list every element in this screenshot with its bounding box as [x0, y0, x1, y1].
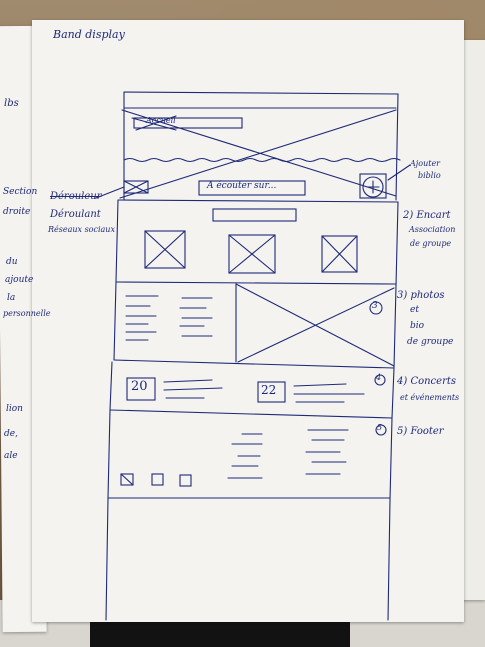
section2-label: 2) Encart [403, 210, 451, 221]
social-icon-2 [151, 473, 164, 486]
left-fragment-4: du [6, 257, 18, 267]
listen-box [198, 180, 306, 196]
concert-date-2: 22 [261, 383, 277, 397]
floor-shadow [90, 620, 350, 647]
bio-lines-left [125, 295, 159, 341]
left-fragment-9: de, [4, 429, 18, 439]
header-nav-text: Accueil [146, 116, 176, 125]
left-fragment-6: la [7, 293, 16, 303]
section5-label: 5) Footer [397, 426, 444, 437]
left-fragment-10: ale [4, 451, 18, 461]
left-fragment-3: droite [3, 207, 31, 217]
wavy-divider [123, 157, 401, 163]
concert-date-box-1 [126, 377, 156, 401]
left-fragment-2: Section [3, 187, 38, 197]
section3-label-d: de groupe [407, 337, 454, 347]
concert-date-box-2 [257, 381, 286, 403]
social-icon-3 [179, 474, 192, 487]
association-image-3 [321, 235, 358, 273]
listen-on-text: A écouter sur... [207, 181, 277, 191]
section4-number: 4 [376, 373, 382, 382]
association-title-box [212, 208, 297, 222]
add-label-2: biblio [418, 171, 441, 180]
section2-label-b: Association [409, 225, 456, 234]
photo-cross [235, 283, 395, 367]
sheet-title: Band display [53, 28, 125, 41]
concert-lines-1 [163, 379, 223, 399]
hero-cross [119, 109, 397, 199]
concert-lines-2 [293, 383, 365, 403]
section4-label-b: et événements [400, 393, 460, 402]
section3-number: 3 [372, 301, 378, 311]
association-image-1 [144, 230, 186, 269]
left-fragment-7: personnelle [3, 309, 51, 318]
section5-number: 5 [377, 423, 383, 432]
section4-circle [374, 374, 386, 386]
bio-lines-right [179, 297, 213, 337]
section3-label-c: bio [410, 321, 425, 331]
section3-label-b: et [410, 305, 419, 315]
section3-circle [369, 301, 383, 315]
left-fragment-8: lion [6, 404, 23, 414]
left-annotation: Déroulant [50, 209, 101, 220]
section4-label: 4) Concerts [397, 376, 457, 387]
section3-label: 3) photos [397, 290, 445, 301]
section2-label-c: de groupe [410, 239, 452, 248]
left-annotation-struck: Dérouleur [50, 191, 102, 202]
main-sketch-sheet [32, 20, 464, 622]
footer-lines-right [305, 429, 349, 475]
plus-circle [362, 176, 384, 198]
footer-lines-left [227, 433, 263, 479]
section5-circle [375, 424, 387, 436]
left-fragment-1: lbs [4, 98, 19, 109]
header-nav-box [133, 117, 243, 129]
left-annotation-sub: Réseaux sociaux [48, 225, 115, 234]
social-icon-1 [120, 473, 134, 486]
concert-date-1: 20 [131, 379, 148, 394]
left-fragment-5: ajoute [5, 275, 34, 285]
association-image-2 [228, 234, 276, 274]
add-label: Ajouter [410, 159, 440, 168]
